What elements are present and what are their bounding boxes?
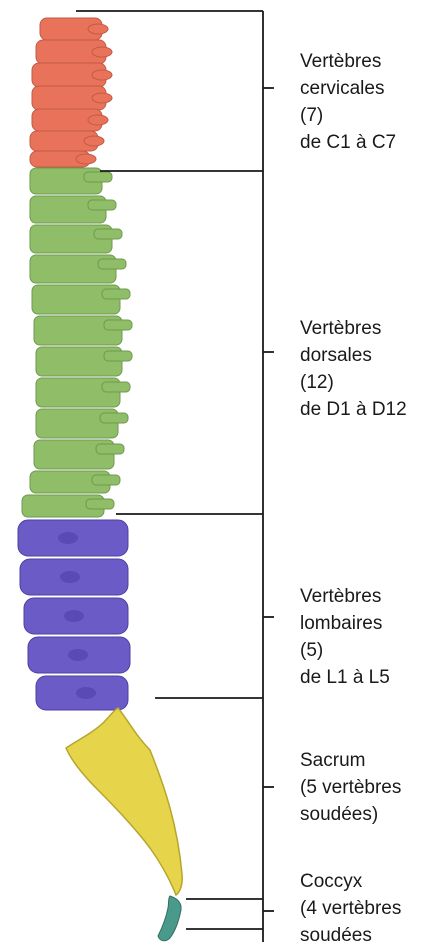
cervical-label-line-4: de C1 à C7 [300, 129, 396, 156]
cervical-process-2 [92, 47, 112, 57]
cervical-label-line-3: (7) [300, 102, 396, 129]
dorsal-label-line-1: Vertèbres [300, 315, 407, 342]
dorsal-process-6 [104, 320, 132, 330]
sacrum-label: Sacrum (5 vertèbres soudées) [300, 747, 401, 828]
lumbar-foramen-5 [76, 687, 96, 699]
dorsal-process-1 [84, 172, 112, 182]
cervical-process-1 [88, 24, 108, 34]
lumbar-label-line-2: lombaires [300, 610, 390, 637]
dorsal-process-7 [104, 351, 132, 361]
dorsal-process-8 [102, 382, 130, 392]
cervical-label-line-2: cervicales [300, 75, 396, 102]
dorsal-process-4 [98, 259, 126, 269]
dorsal-label-line-2: dorsales [300, 342, 407, 369]
cervical-process-5 [88, 115, 108, 125]
sacrum-label-line-1: Sacrum [300, 747, 401, 774]
dorsal-label-line-3: (12) [300, 369, 407, 396]
lumbar-label: Vertèbres lombaires (5) de L1 à L5 [300, 583, 390, 691]
lumbar-foramen-2 [60, 571, 80, 583]
cervical-process-6 [84, 136, 104, 146]
dorsal-process-9 [100, 413, 128, 423]
dorsal-label-line-4: de D1 à D12 [300, 396, 407, 423]
sacrum-label-line-3: soudées) [300, 801, 401, 828]
dorsal-process-12 [86, 499, 114, 509]
sacrum-label-line-2: (5 vertèbres [300, 774, 401, 801]
coccyx-label-line-1: Coccyx [300, 868, 401, 895]
dorsal-process-10 [96, 444, 124, 454]
dorsal-process-2 [88, 200, 116, 210]
lumbar-label-line-4: de L1 à L5 [300, 664, 390, 691]
coccyx-label: Coccyx (4 vertèbres soudées [300, 868, 401, 949]
cervical-label: Vertèbres cervicales (7) de C1 à C7 [300, 48, 396, 156]
sacrum-bone [66, 708, 182, 895]
dorsal-process-11 [92, 475, 120, 485]
dorsal-process-3 [94, 229, 122, 239]
cervical-process-7 [76, 154, 96, 164]
lumbar-label-line-1: Vertèbres [300, 583, 390, 610]
coccyx-label-line-2: (4 vertèbres [300, 895, 401, 922]
lumbar-foramen-1 [58, 532, 78, 544]
lumbar-label-line-3: (5) [300, 637, 390, 664]
cervical-label-line-1: Vertèbres [300, 48, 396, 75]
coccyx-bone [158, 896, 181, 941]
lumbar-foramen-4 [68, 649, 88, 661]
lumbar-foramen-3 [64, 610, 84, 622]
cervical-process-4 [92, 93, 112, 103]
dorsal-process-5 [102, 289, 130, 299]
coccyx-label-line-3: soudées [300, 922, 401, 949]
cervical-process-3 [92, 70, 112, 80]
dorsal-label: Vertèbres dorsales (12) de D1 à D12 [300, 315, 407, 423]
